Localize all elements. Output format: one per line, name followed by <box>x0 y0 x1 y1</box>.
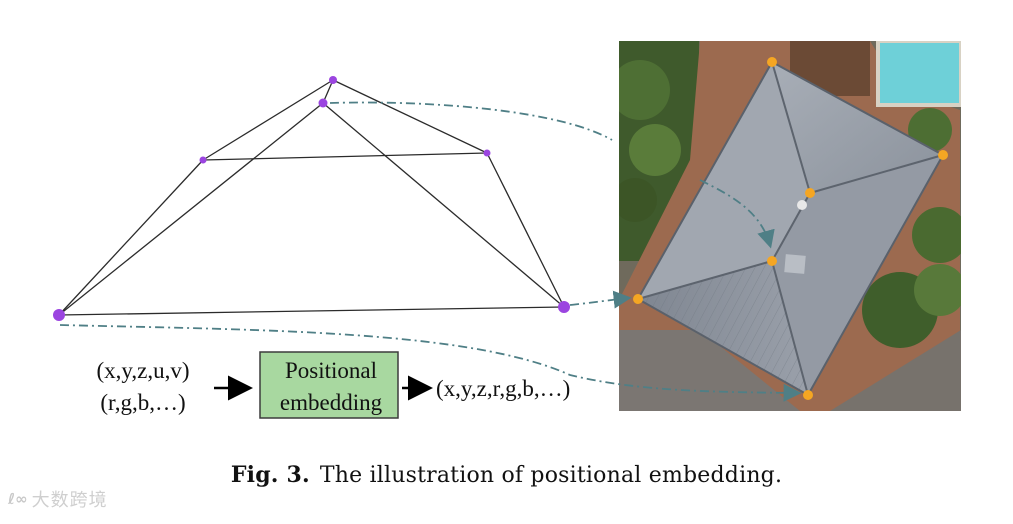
positional-embedding-box <box>259 351 399 419</box>
wire-edge <box>322 102 565 308</box>
wire-vertex <box>53 309 65 321</box>
caption-label: Fig. 3. <box>230 462 310 488</box>
figure-caption: Fig. 3. The illustration of positional em… <box>0 462 1013 488</box>
watermark: ℓ∞ 大数跨境 <box>8 486 108 512</box>
connector-left-corner <box>59 324 802 402</box>
roof-wireframe <box>53 76 570 321</box>
box-label-line2: embedding <box>280 390 383 415</box>
connector-apex <box>329 101 613 141</box>
input-coords: (x,y,z,u,v) <box>96 358 189 383</box>
input-attributes: (r,g,b,…) <box>100 390 185 415</box>
wire-edge <box>58 306 565 316</box>
wire-edge <box>202 79 334 161</box>
correspondence-connectors <box>59 101 802 402</box>
wire-vertex <box>558 301 570 313</box>
roof-keypoint <box>803 390 813 400</box>
wire-vertex <box>318 98 328 108</box>
aerial-roof-photo <box>619 41 961 411</box>
roof-keypoint <box>805 188 815 198</box>
wire-edge <box>202 152 488 161</box>
roof-keypoint <box>767 256 777 266</box>
watermark-text: 大数跨境 <box>31 490 108 511</box>
roof-keypoint <box>633 294 643 304</box>
wire-edge <box>58 102 324 316</box>
wire-edge <box>332 79 488 154</box>
wire-vertex <box>199 156 207 164</box>
wire-edge <box>58 159 204 316</box>
watermark-logo-icon: ℓ∞ <box>8 490 28 508</box>
caption-text: The illustration of positional embedding… <box>319 463 783 488</box>
roof-keypoint <box>938 150 948 160</box>
connector-right-corner <box>569 290 632 309</box>
box-label-line1: Positional <box>285 358 377 383</box>
output-vector: (x,y,z,r,g,b,…) <box>436 376 570 401</box>
wire-vertex <box>329 76 337 84</box>
wire-vertex <box>483 149 491 157</box>
wire-edge <box>486 152 565 308</box>
roof-keypoint <box>767 57 777 67</box>
embedding-pipeline: (x,y,z,u,v) (r,g,b,…) Positional embeddi… <box>96 351 570 419</box>
